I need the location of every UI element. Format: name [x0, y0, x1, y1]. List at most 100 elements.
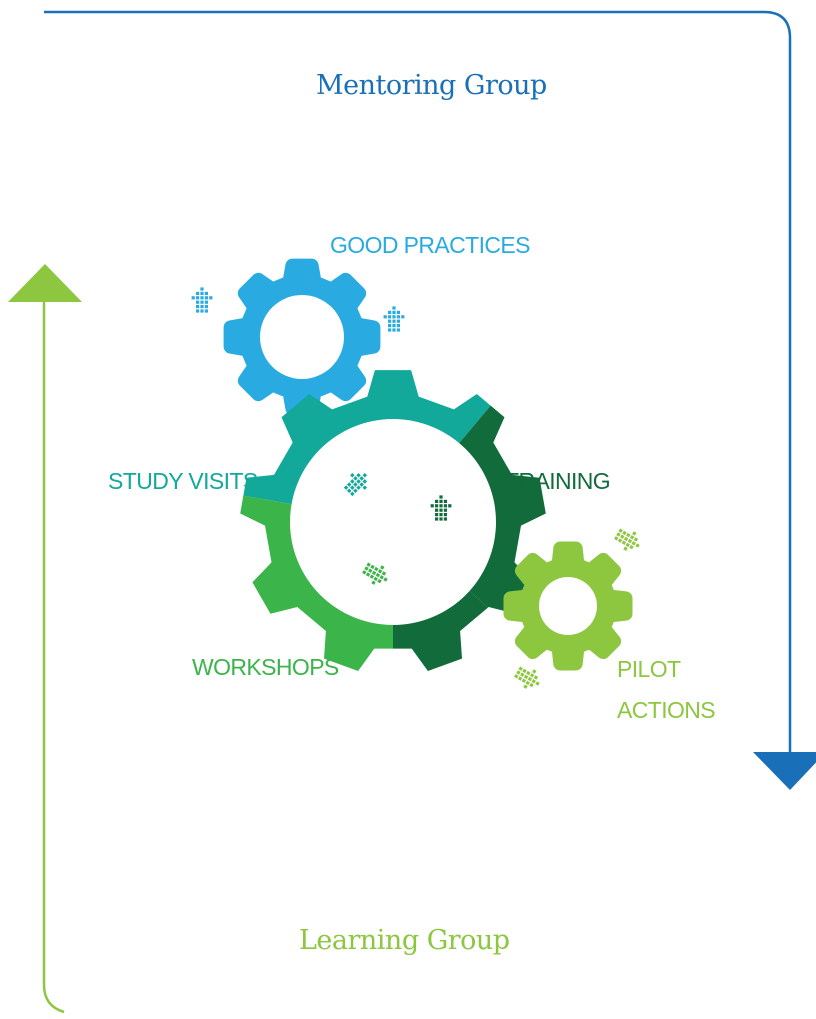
- arrow-dot: [396, 315, 400, 319]
- arrow-dot: [522, 668, 527, 674]
- arrow-dot: [527, 676, 533, 682]
- arrow-dot: [626, 532, 631, 538]
- workshops-label: WORKSHOPS: [192, 654, 339, 680]
- central-gear-hole: [290, 419, 496, 625]
- arrow-dot: [370, 564, 375, 570]
- arrow-dot: [523, 684, 528, 689]
- pilot-actions-gear-hole: [539, 577, 597, 635]
- arrow-dot: [200, 287, 204, 291]
- learning-arrow-head: [8, 264, 82, 302]
- arrow-dot: [375, 572, 381, 578]
- arrow-dot: [614, 536, 619, 541]
- mentoring-flow-line: [44, 10, 792, 760]
- arrow-dot: [430, 504, 434, 508]
- arrow-dot: [535, 681, 540, 686]
- arrow-dot: [516, 670, 521, 675]
- arrow-dot: [443, 517, 447, 521]
- arrow-dot: [388, 315, 392, 319]
- pilot-top-dotted-arrow: [614, 528, 640, 551]
- arrow-dot: [191, 296, 195, 300]
- arrow-dot: [204, 309, 208, 313]
- arrow-dot: [443, 508, 447, 512]
- arrow-dot: [388, 310, 392, 314]
- arrow-dot: [439, 504, 443, 508]
- arrow-dot: [627, 538, 633, 544]
- arrow-dot: [443, 504, 447, 508]
- arrow-dot: [520, 672, 525, 677]
- arrow-dot: [392, 319, 396, 323]
- arrow-dot: [388, 324, 392, 328]
- arrow-dot: [396, 324, 400, 328]
- arrow-dot: [196, 296, 200, 300]
- arrow-dot: [388, 319, 392, 323]
- good-practices-right-dotted-arrow: [383, 306, 405, 332]
- arrow-dot: [533, 675, 539, 680]
- training-label: TRAINING: [505, 468, 611, 494]
- arrow-dot: [531, 679, 536, 684]
- arrow-dot: [623, 536, 629, 542]
- good-practices-label: GOOD PRACTICES: [330, 232, 531, 258]
- arrow-dot: [635, 543, 640, 548]
- good-practices-gear-hole: [260, 295, 344, 379]
- arrow-dot: [396, 310, 400, 314]
- arrow-dot: [443, 513, 447, 517]
- arrow-dot: [373, 576, 378, 582]
- arrow-dot: [366, 562, 371, 567]
- central-process-gear-icon: [240, 370, 546, 671]
- arrow-dot: [200, 296, 204, 300]
- arrow-dot: [625, 542, 630, 548]
- arrow-dot: [448, 504, 452, 508]
- arrow-dot: [623, 546, 628, 551]
- arrow-dot: [388, 328, 392, 332]
- arrow-dot: [525, 680, 530, 686]
- arrow-dot: [529, 682, 534, 688]
- arrow-dot: [616, 532, 621, 537]
- actions-label: ACTIONS: [617, 697, 716, 723]
- arrow-dot: [379, 575, 384, 580]
- arrow-dot: [371, 570, 377, 576]
- arrow-dot: [633, 537, 639, 542]
- arrow-dot: [374, 566, 379, 572]
- arrow-dot: [380, 565, 385, 570]
- arrow-dot: [435, 508, 439, 512]
- arrow-dot: [383, 577, 388, 582]
- arrow-dot: [200, 300, 204, 304]
- arrow-dot: [371, 580, 376, 585]
- learning-flow-line: [42, 295, 65, 1014]
- arrow-dot: [435, 499, 439, 503]
- pilot-label: PILOT: [617, 656, 681, 682]
- arrow-dot: [200, 305, 204, 309]
- arrow-dot: [435, 517, 439, 521]
- arrow-dot: [392, 315, 396, 319]
- arrow-dot: [621, 540, 627, 545]
- arrow-dot: [362, 570, 367, 575]
- arrow-dot: [439, 513, 443, 517]
- learning-group-title: Learning Group: [299, 925, 510, 956]
- arrow-dot: [369, 574, 375, 579]
- arrow-dot: [200, 291, 204, 295]
- mentoring-group-title: Mentoring Group: [316, 70, 547, 101]
- arrow-dot: [532, 669, 537, 674]
- arrow-dot: [396, 328, 400, 332]
- arrow-dot: [396, 319, 400, 323]
- arrow-dot: [392, 306, 396, 310]
- study-visits-label: STUDY VISITS: [108, 468, 258, 494]
- arrow-dot: [514, 674, 519, 679]
- arrow-dot: [204, 305, 208, 309]
- training-segment: [393, 370, 546, 671]
- arrow-dot: [629, 544, 634, 550]
- arrow-dot: [523, 674, 529, 680]
- arrow-dot: [439, 508, 443, 512]
- arrow-dot: [200, 309, 204, 313]
- arrow-dot: [439, 495, 443, 499]
- pilot-actions-gear-icon: [503, 541, 633, 671]
- arrow-dot: [392, 328, 396, 332]
- arrow-dot: [204, 296, 208, 300]
- arrow-dot: [629, 535, 635, 540]
- arrow-dot: [617, 538, 623, 543]
- arrow-dot: [383, 315, 387, 319]
- mentoring-arrow-head: [753, 752, 816, 790]
- good-practices-left-dotted-arrow: [191, 287, 213, 313]
- arrow-dot: [435, 513, 439, 517]
